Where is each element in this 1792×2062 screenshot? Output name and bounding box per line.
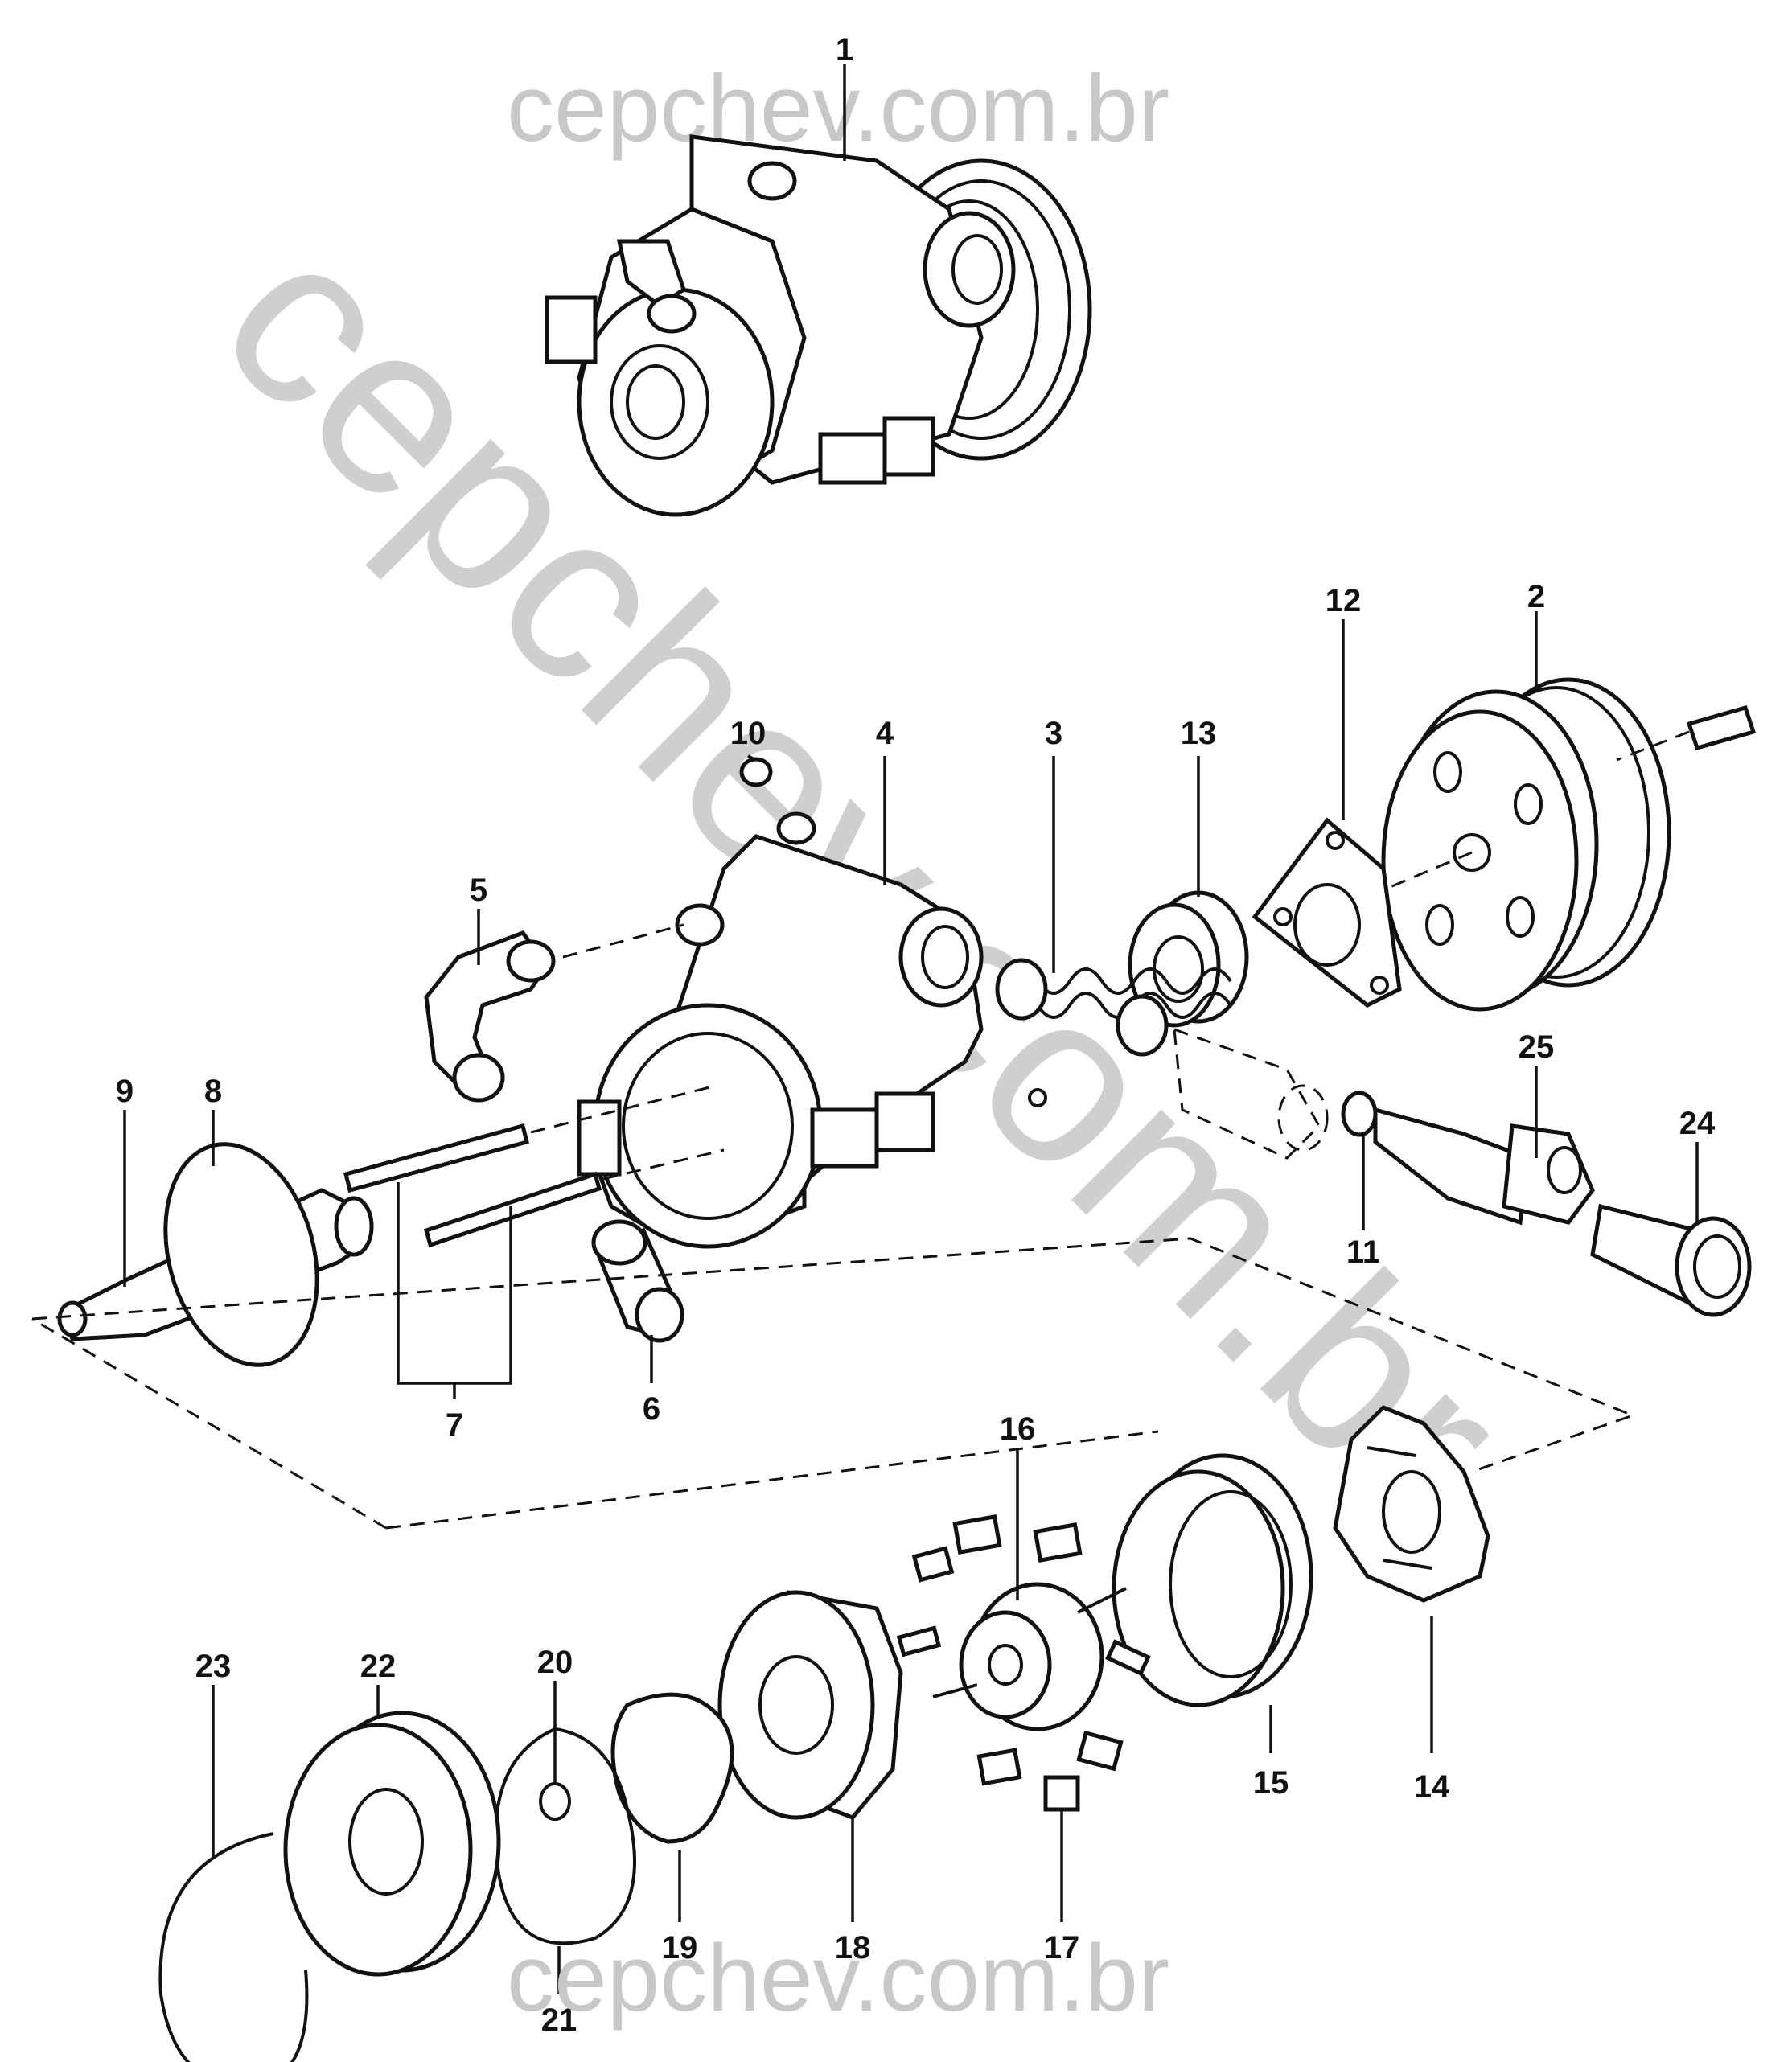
callout-19: 19 [662, 1930, 698, 1965]
pins-illustration [343, 1084, 725, 1248]
callout-24: 24 [1679, 1106, 1716, 1141]
callout-22: 22 [360, 1649, 397, 1684]
callout-13: 13 [1181, 716, 1217, 751]
end-cover-illustration [283, 1711, 501, 1977]
callout-18: 18 [835, 1930, 871, 1965]
pump-housing-illustration [577, 811, 984, 1249]
callout-3: 3 [1045, 716, 1062, 751]
valve-illustration [1028, 1027, 1329, 1160]
callout-1: 1 [836, 32, 853, 68]
callout-23: 23 [195, 1649, 232, 1684]
callout-9: 9 [116, 1074, 134, 1109]
callout-14: 14 [1414, 1769, 1450, 1805]
fitting-illustration [1373, 1107, 1595, 1226]
watermark-bottom: cepchev.com.br [507, 1925, 1169, 2031]
spring-plate-illustration [610, 1692, 734, 1844]
callout-25: 25 [1519, 1029, 1555, 1065]
retaining-ring-illustration [158, 1832, 309, 2062]
callout-4: 4 [876, 716, 894, 751]
callout-8: 8 [204, 1074, 222, 1109]
connector-illustration [1590, 1203, 1752, 1317]
callout-11: 11 [1346, 1234, 1380, 1270]
vanes-illustration [896, 1514, 1151, 1812]
sleeve-plug-illustration [591, 1219, 684, 1343]
callout-21: 21 [541, 2002, 577, 2038]
callout-17: 17 [1044, 1930, 1080, 1965]
cartridge-outline [31, 1237, 1637, 1530]
plug-illustration [739, 757, 773, 787]
rotor-illustration [959, 1582, 1104, 1731]
cam-ring-illustration [1112, 1453, 1313, 1707]
side-plate-illustration [717, 1590, 903, 1820]
triangular-plate-illustration [1252, 817, 1402, 1008]
callout-10: 10 [730, 716, 767, 751]
small-ring-illustration [1341, 1091, 1378, 1137]
o-ring-illustration [163, 1142, 319, 1367]
callout-15: 15 [1253, 1765, 1289, 1801]
pulley-illustration [1367, 677, 1757, 1012]
callout-6: 6 [643, 1391, 660, 1427]
callout-20: 20 [537, 1645, 573, 1680]
callout-5: 5 [470, 873, 487, 908]
callout-2: 2 [1527, 579, 1545, 614]
assembled-pump-illustration [545, 134, 1092, 517]
callout-16: 16 [1000, 1411, 1036, 1447]
callout-12: 12 [1326, 583, 1362, 618]
spring-illustration [995, 958, 1232, 1057]
watermark-top: cepchev.com.br [507, 55, 1169, 162]
leader-lines [123, 64, 1699, 1994]
elbow-hose-illustration [424, 923, 684, 1103]
pressure-plate-illustration [1333, 1405, 1490, 1603]
callout-7: 7 [446, 1407, 463, 1443]
